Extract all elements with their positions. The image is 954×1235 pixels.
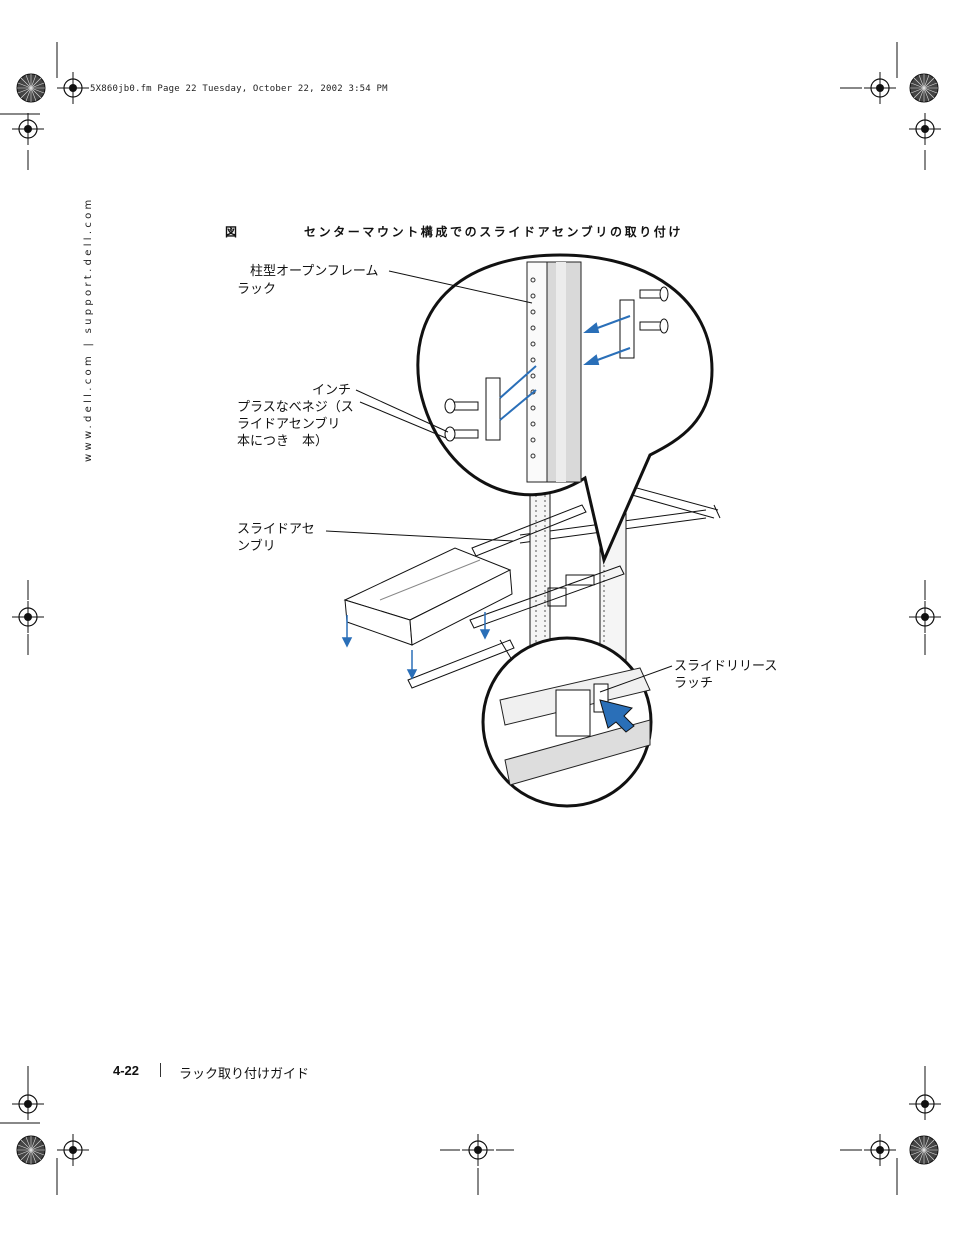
footer-divider: [160, 1063, 161, 1077]
figure-title: センターマウント構成でのスライドアセンブリの取り付け: [304, 225, 684, 239]
guide-title: ラック取り付けガイド: [179, 1067, 310, 1082]
callout-screw-line2: プラスなべネジ（ス: [237, 400, 354, 415]
callout-screw-line4: 本につき 本）: [237, 434, 329, 449]
callout-slide-line1: スライドアセ: [237, 522, 315, 537]
figure-label: 図: [225, 225, 238, 239]
print-info-header: 5X860jb0.fm Page 22 Tuesday, October 22,…: [90, 84, 388, 94]
callout-rack-line2: ラック: [237, 282, 277, 297]
callout-rack-line1: 柱型オープンフレーム: [250, 264, 379, 279]
page-number: 4-22: [113, 1063, 140, 1078]
callout-slide-line2: ンブリ: [237, 539, 276, 554]
callout-screw-line3: ライドアセンブリ: [237, 417, 341, 432]
callout-latch-line2: ラッチ: [674, 676, 714, 691]
callout-screw-line1: インチ: [312, 383, 352, 398]
callout-latch-line1: スライドリリース: [674, 659, 778, 674]
